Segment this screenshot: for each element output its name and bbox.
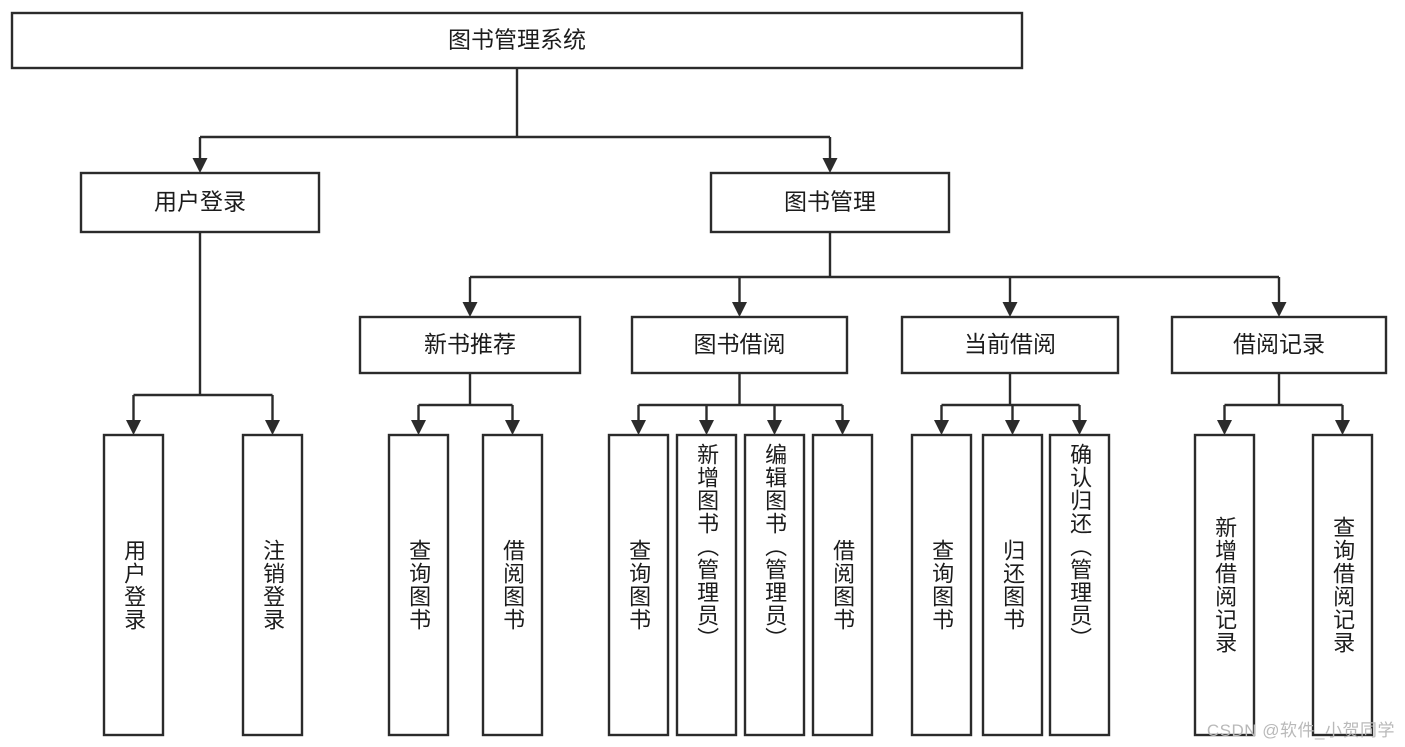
connector-layer	[126, 68, 1350, 435]
arrow-head-book-borrow-0	[631, 420, 646, 435]
node-box-current-borrow[interactable]	[900, 315, 1120, 375]
node-box-leaf-user-login[interactable]	[102, 433, 165, 737]
arrow-head-book-borrow-2	[767, 420, 782, 435]
node-label-user-login: 用户登录	[154, 189, 246, 215]
arrow-head-book-management-3	[1271, 302, 1287, 317]
arrow-head-user-login-0	[126, 420, 141, 435]
node-box-book-management[interactable]	[709, 171, 951, 234]
arrow-head-current-borrow-1	[1005, 420, 1020, 435]
node-label-root: 图书管理系统	[448, 27, 586, 53]
arrow-head-new-book-recommend-1	[505, 420, 520, 435]
arrow-head-user-login-1	[265, 420, 280, 435]
arrow-head-root-0	[192, 158, 208, 173]
arrow-head-current-borrow-0	[934, 420, 949, 435]
node-box-book-borrow[interactable]	[630, 315, 849, 375]
node-box-leaf-query-borrow-record[interactable]	[1311, 433, 1374, 737]
watermark: CSDN @软件_小贺同学	[1206, 721, 1395, 740]
node-box-leaf-borrow-books-rec[interactable]	[481, 433, 544, 737]
node-box-leaf-query-books-rec[interactable]	[387, 433, 450, 737]
node-box-borrow-records[interactable]	[1170, 315, 1388, 375]
node-label-borrow-records: 借阅记录	[1233, 331, 1325, 357]
arrow-head-borrow-records-1	[1335, 420, 1350, 435]
node-box-leaf-add-borrow-record[interactable]	[1193, 433, 1256, 737]
node-box-leaf-borrow-books-borrow[interactable]	[811, 433, 874, 737]
arrow-head-book-management-1	[732, 302, 747, 317]
arrow-head-book-borrow-1	[699, 420, 714, 435]
node-box-leaf-add-book-admin[interactable]	[675, 433, 738, 737]
arrow-head-root-1	[822, 158, 838, 173]
node-box-root[interactable]	[10, 11, 1024, 70]
node-box-leaf-query-books-borrow[interactable]	[607, 433, 670, 737]
node-box-leaf-query-books-current[interactable]	[910, 433, 973, 737]
arrow-head-book-borrow-3	[835, 420, 850, 435]
node-box-leaf-confirm-return-admin[interactable]	[1048, 433, 1111, 737]
node-label-book-borrow: 图书借阅	[694, 331, 786, 357]
node-box-leaf-edit-book-admin[interactable]	[743, 433, 806, 737]
node-box-new-book-recommend[interactable]	[358, 315, 582, 375]
arrow-head-book-management-2	[1002, 302, 1018, 317]
arrow-head-book-management-0	[462, 302, 478, 317]
node-box-user-login[interactable]	[79, 171, 321, 234]
arrow-head-borrow-records-0	[1217, 420, 1232, 435]
arrow-head-current-borrow-2	[1072, 420, 1087, 435]
node-box-leaf-return-books[interactable]	[981, 433, 1044, 737]
node-box-leaf-logout-login[interactable]	[241, 433, 304, 737]
box-layer	[10, 11, 1388, 737]
arrow-head-new-book-recommend-0	[411, 420, 426, 435]
node-label-new-book-recommend: 新书推荐	[424, 331, 516, 357]
node-label-book-management: 图书管理	[784, 189, 876, 215]
node-label-current-borrow: 当前借阅	[964, 331, 1056, 357]
